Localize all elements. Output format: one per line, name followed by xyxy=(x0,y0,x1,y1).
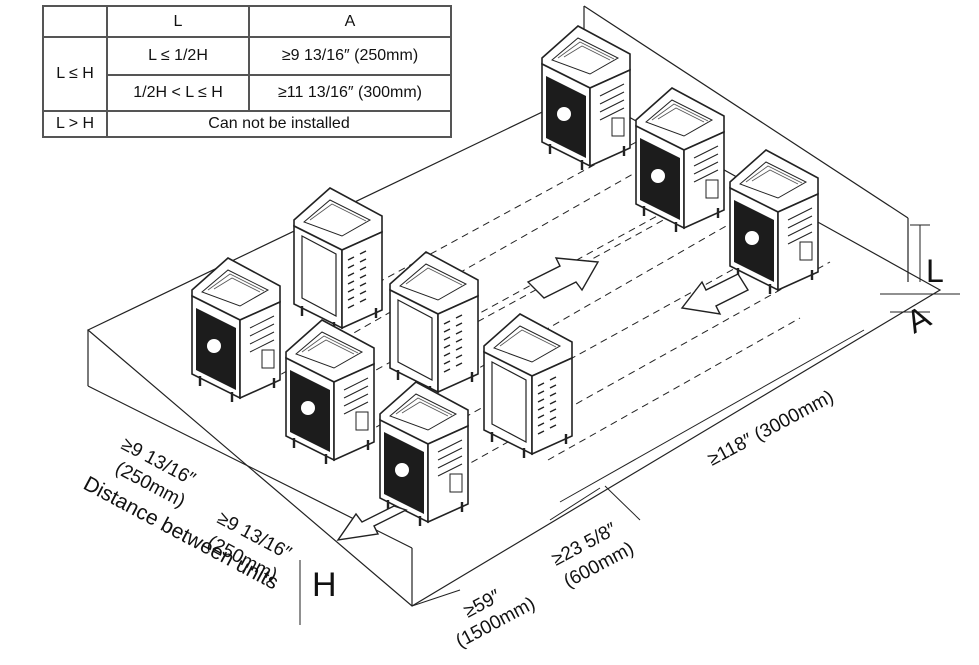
h-label: H xyxy=(312,566,337,604)
a-label: A xyxy=(900,298,936,340)
table-header-l: L xyxy=(106,5,250,38)
unit-front-2 xyxy=(284,318,376,466)
unit-rear-1 xyxy=(540,24,632,172)
unit-rear-3 xyxy=(728,148,820,296)
table-row2-l: 1/2H < L ≤ H xyxy=(106,74,250,112)
airflow-arrow-icon xyxy=(336,505,408,541)
unit-middle-1 xyxy=(292,186,384,334)
table-row-gt-label: L > H xyxy=(42,110,108,138)
unit-middle-3 xyxy=(482,312,574,460)
length-clearance-label: ≥118″ (3000mm) xyxy=(704,386,837,470)
unit-front-1 xyxy=(190,256,282,404)
clearance-table: L A L ≤ H L ≤ 1/2H ≥9 13/16″ (250mm) 1/2… xyxy=(42,5,452,138)
table-header-a: A xyxy=(248,5,452,38)
table-row1-a: ≥9 13/16″ (250mm) xyxy=(248,36,452,76)
table-row2-a: ≥11 13/16″ (300mm) xyxy=(248,74,452,112)
unit-front-3 xyxy=(378,380,470,528)
table-row-group-label: L ≤ H xyxy=(42,36,108,112)
table-corner-cell xyxy=(42,5,108,38)
l-label: L xyxy=(926,253,944,289)
table-row1-l: L ≤ 1/2H xyxy=(106,36,250,76)
airflow-arrow-icon xyxy=(680,273,750,315)
table-row-gt-text: Can not be installed xyxy=(106,110,452,138)
unit-middle-2 xyxy=(388,250,480,398)
dimension-lines xyxy=(299,224,960,625)
unit-rear-2 xyxy=(634,86,726,234)
airflow-arrow-icon xyxy=(526,257,600,299)
